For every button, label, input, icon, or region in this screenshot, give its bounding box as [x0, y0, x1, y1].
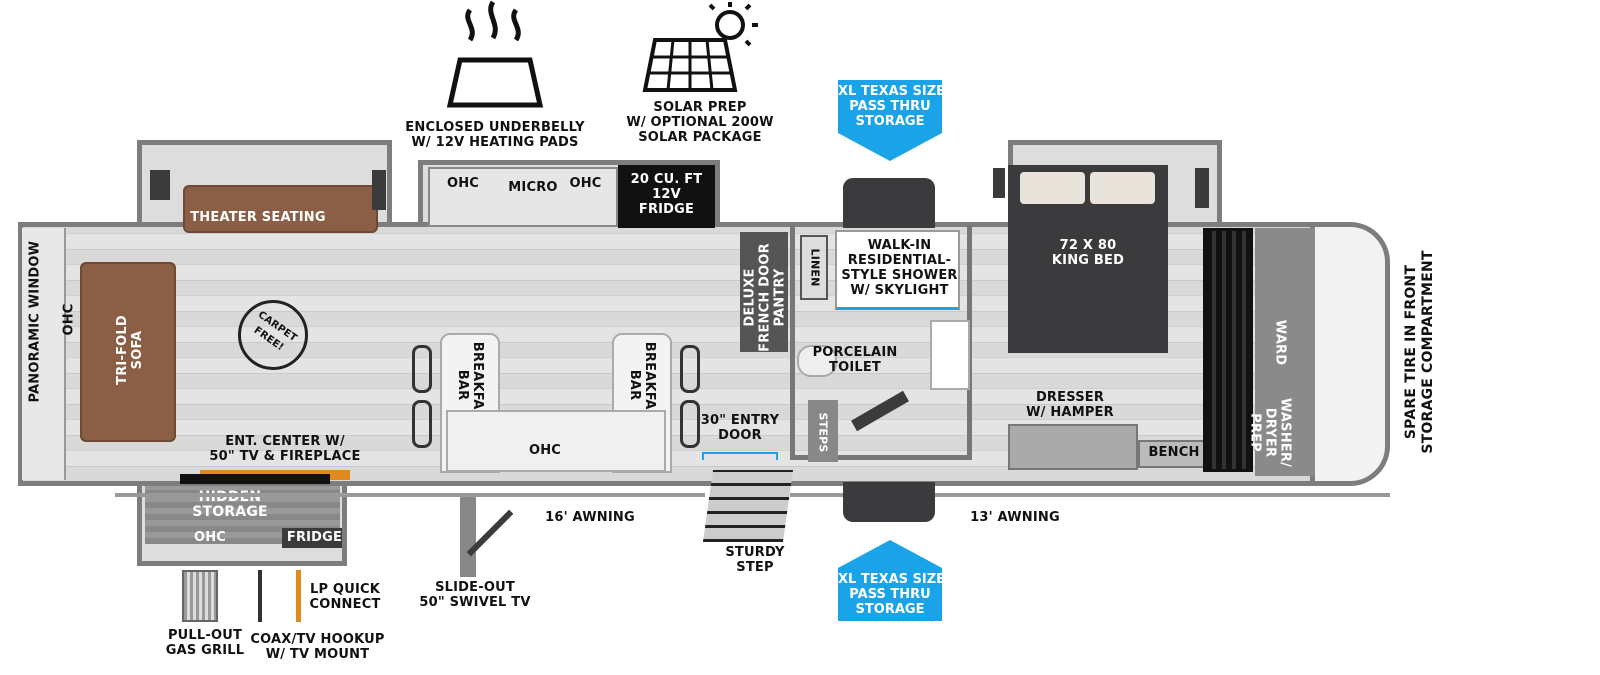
shower [835, 230, 960, 310]
pass-thru-storage-door [843, 178, 935, 228]
panoramic-window-label: PANORAMIC WINDOW [27, 240, 43, 403]
outdoor-griddle [180, 474, 330, 484]
sink [930, 320, 970, 390]
panoramic-window [22, 228, 66, 480]
storage-label-bottom: XL TEXAS SIZE PASS THRU STORAGE [838, 568, 945, 621]
outdoor-fridge-label: FRIDGE [286, 530, 343, 545]
wardrobe-label: WARD [1272, 319, 1288, 366]
entry-door-label: 30" ENTRY DOOR [700, 413, 780, 443]
tri-fold-sofa [80, 262, 176, 442]
carpet-free-badge [238, 300, 308, 370]
awning-line [115, 493, 705, 497]
theater-seating [183, 185, 378, 233]
front-cap [1310, 222, 1390, 486]
stool [412, 400, 432, 448]
awning-13-label: 13' AWNING [970, 510, 1060, 525]
entry-steps [702, 470, 794, 542]
fridge [618, 165, 715, 228]
king-bed-label: 72 X 80 KING BED [1051, 238, 1125, 268]
stool [412, 345, 432, 393]
gas-grill-label: PULL-OUT GAS GRILL [165, 628, 245, 658]
underbelly-label: ENCLOSED UNDERBELLY W/ 12V HEATING PADS [405, 120, 585, 150]
solar-panel-icon [642, 2, 758, 92]
storage-label-top: XL TEXAS SIZE PASS THRU STORAGE [838, 80, 945, 133]
entry-door-dimension [702, 452, 778, 460]
kitchen-island [446, 410, 666, 472]
gas-grill [182, 570, 218, 622]
linen-label: LINEN [808, 248, 822, 287]
heating-pads-icon [446, 0, 544, 108]
awning-16-label: 16' AWNING [545, 510, 635, 525]
lp-connect [296, 570, 301, 622]
solar-label: SOLAR PREP W/ OPTIONAL 200W SOLAR PACKAG… [626, 100, 774, 145]
swivel-tv-post [460, 497, 476, 577]
coax-label: COAX/TV HOOKUP W/ TV MOUNT [250, 632, 385, 662]
toilet-label: PORCELAIN TOILET [812, 345, 898, 375]
pillow [1020, 172, 1085, 204]
stool [680, 345, 700, 393]
lp-label: LP QUICK CONNECT [309, 582, 381, 612]
storage-arrow-bottom: XL TEXAS SIZE PASS THRU STORAGE [838, 540, 945, 621]
micro-label: MICRO [508, 180, 558, 195]
pantry [740, 232, 788, 352]
storage-arrow-top: XL TEXAS SIZE PASS THRU STORAGE [838, 80, 945, 161]
linen-closet [800, 235, 828, 300]
window [150, 170, 170, 200]
shower-label: WALK-IN RESIDENTIAL- STYLE SHOWER W/ SKY… [841, 238, 958, 298]
wardrobe-grille [1203, 228, 1253, 472]
pass-thru-storage-door [843, 482, 935, 522]
ohc-label: OHC [569, 176, 602, 191]
wardrobe [1255, 228, 1315, 476]
swivel-tv-label: SLIDE-OUT 50" SWIVEL TV [419, 580, 531, 610]
overhead-cabinet [428, 167, 618, 227]
ent-center-label: ENT. CENTER W/ 50" TV & FIREPLACE [209, 434, 361, 464]
window [372, 170, 386, 210]
fridge-label: 20 CU. FT 12V FRIDGE [630, 172, 703, 217]
sturdy-step-label: STURDY STEP [725, 545, 785, 575]
ohc-island-label: OHC [528, 443, 562, 458]
window [993, 168, 1005, 198]
ohc-outdoor-label: OHC [193, 530, 227, 545]
arrow-up-icon [838, 540, 942, 568]
awning-line [790, 493, 1390, 497]
sofa-label: TRI-FOLD SOFA [115, 315, 145, 385]
arrow-down-icon [838, 133, 942, 161]
steps-label: STEPS [816, 412, 830, 453]
washer-label: WASHER/ DRYER PREP [1247, 397, 1293, 468]
pantry-label: DELUXE FRENCH DOOR PANTRY [742, 243, 788, 352]
steps [808, 400, 838, 462]
dresser-label: DRESSER W/ HAMPER [1026, 390, 1114, 420]
pillow [1090, 172, 1155, 204]
bench [1138, 440, 1210, 468]
dresser [1008, 424, 1138, 470]
spare-tire-label: SPARE TIRE IN FRONT STORAGE COMPARTMENT [1403, 250, 1436, 454]
toilet [797, 345, 837, 377]
window [1195, 168, 1209, 208]
coax-cable [258, 570, 262, 622]
theater-seating-label: THEATER SEATING [190, 210, 326, 225]
outdoor-fridge [282, 528, 342, 548]
stool [680, 400, 700, 448]
ohc-label: OHC [446, 176, 480, 191]
bench-label: BENCH [1148, 445, 1200, 460]
ohc-left-label: OHC [61, 303, 77, 336]
